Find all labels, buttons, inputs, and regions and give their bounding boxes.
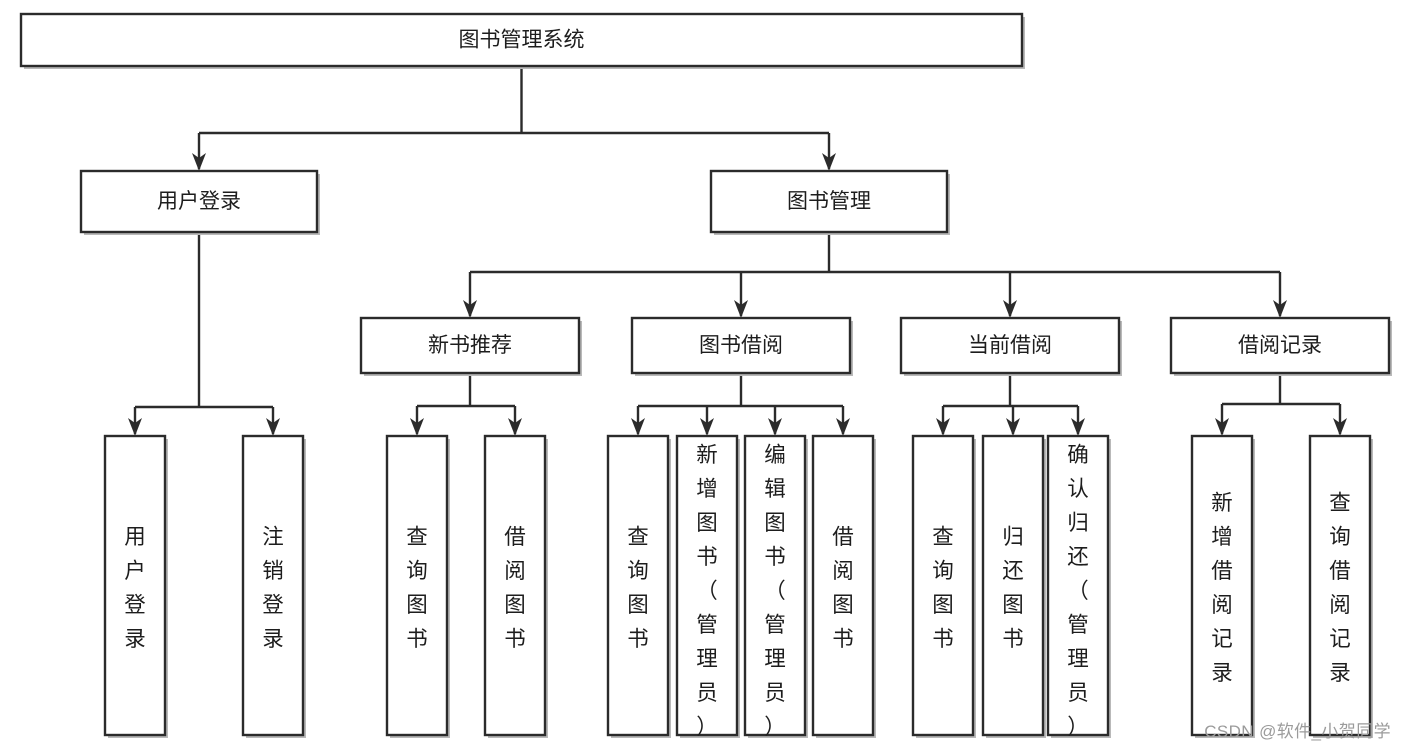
node-user-login[interactable]: 用户登录 [79,169,320,235]
node-borrow-records[interactable]: 借阅记录 [1169,316,1392,376]
node-label: 确认归还（管理员） [1067,443,1089,739]
node-rect[interactable] [911,434,975,737]
node-label: 借阅图书 [504,525,526,651]
node-rect[interactable] [1169,316,1391,375]
node-rect[interactable] [981,434,1045,737]
arrow-down-icon [768,418,782,436]
arrow-down-icon [822,153,836,171]
node-rect[interactable] [743,434,807,737]
node-label: 用户登录 [157,190,241,213]
node-label: 查询图书 [932,525,954,651]
node-label: 新书推荐 [428,334,512,357]
arrow-down-icon [1003,300,1017,318]
node-rect[interactable] [1046,434,1110,737]
node-leaf-edit-book[interactable]: 编辑图书（管理员） [743,434,808,739]
node-rect[interactable] [811,434,875,737]
arrow-down-icon [1071,418,1085,436]
node-leaf-query-book-borrow[interactable]: 查询图书 [606,434,671,738]
node-label: 查询图书 [627,525,649,651]
node-rect[interactable] [606,434,670,737]
arrow-down-icon [1215,418,1229,436]
node-leaf-query-borrow-record[interactable]: 查询借阅记录 [1308,434,1373,738]
node-label: 新增图书（管理员） [696,443,718,739]
node-leaf-borrow-book[interactable]: 借阅图书 [811,434,876,738]
node-label: 借阅图书 [832,525,854,651]
csdn-watermark: CSDN @软件_小贺同学 [1204,722,1391,741]
node-current-borrow[interactable]: 当前借阅 [899,316,1122,376]
arrow-down-icon [128,418,142,436]
node-rect[interactable] [385,434,449,737]
node-label: 用户登录 [124,525,146,651]
node-leaf-logout[interactable]: 注销登录 [241,434,306,738]
node-book-borrow[interactable]: 图书借阅 [630,316,853,376]
arrow-down-icon [508,418,522,436]
node-label: 图书管理系统 [459,29,585,52]
node-rect[interactable] [630,316,852,375]
connector-layer [128,66,1347,436]
node-rect[interactable] [709,169,949,234]
node-leaf-return-book[interactable]: 归还图书 [981,434,1046,738]
node-label: 新增借阅记录 [1211,491,1233,685]
arrow-down-icon [410,418,424,436]
arrow-down-icon [936,418,950,436]
node-leaf-borrow-book-recommend[interactable]: 借阅图书 [483,434,548,738]
node-rect[interactable] [241,434,305,737]
node-rect[interactable] [103,434,167,737]
node-label: 归还图书 [1002,525,1024,651]
node-rect[interactable] [675,434,739,737]
arrow-down-icon [836,418,850,436]
node-label: 查询图书 [406,525,428,651]
node-rect[interactable] [1190,434,1254,737]
node-leaf-user-login[interactable]: 用户登录 [103,434,168,738]
node-label: 借阅记录 [1238,334,1322,357]
arrow-down-icon [1273,300,1287,318]
node-rect[interactable] [899,316,1121,375]
node-book-management[interactable]: 图书管理 [709,169,950,235]
node-leaf-add-borrow-record[interactable]: 新增借阅记录 [1190,434,1255,738]
node-label: 查询借阅记录 [1329,491,1351,685]
node-rect[interactable] [19,12,1024,68]
node-rect[interactable] [79,169,319,234]
node-rect[interactable] [483,434,547,737]
node-label: 注销登录 [262,525,284,651]
arrow-down-icon [631,418,645,436]
node-label: 当前借阅 [968,334,1052,357]
node-leaf-confirm-return[interactable]: 确认归还（管理员） [1046,434,1111,739]
node-layer: 图书管理系统用户登录图书管理新书推荐图书借阅当前借阅借阅记录用户登录注销登录查询… [19,12,1392,739]
arrow-down-icon [734,300,748,318]
node-rect[interactable] [1308,434,1372,737]
node-label: 编辑图书（管理员） [764,443,786,739]
node-leaf-query-book-recommend[interactable]: 查询图书 [385,434,450,738]
node-label: 图书借阅 [699,334,783,357]
arrow-down-icon [266,418,280,436]
arrow-down-icon [192,153,206,171]
node-label: 图书管理 [787,190,871,213]
arrow-down-icon [1333,418,1347,436]
arrow-down-icon [700,418,714,436]
node-rect[interactable] [359,316,581,375]
node-root-root[interactable]: 图书管理系统 [19,12,1025,69]
arrow-down-icon [1006,418,1020,436]
arrow-down-icon [463,300,477,318]
node-leaf-query-book-current[interactable]: 查询图书 [911,434,976,738]
node-leaf-add-book[interactable]: 新增图书（管理员） [675,434,740,739]
node-new-book-recommend[interactable]: 新书推荐 [359,316,582,376]
